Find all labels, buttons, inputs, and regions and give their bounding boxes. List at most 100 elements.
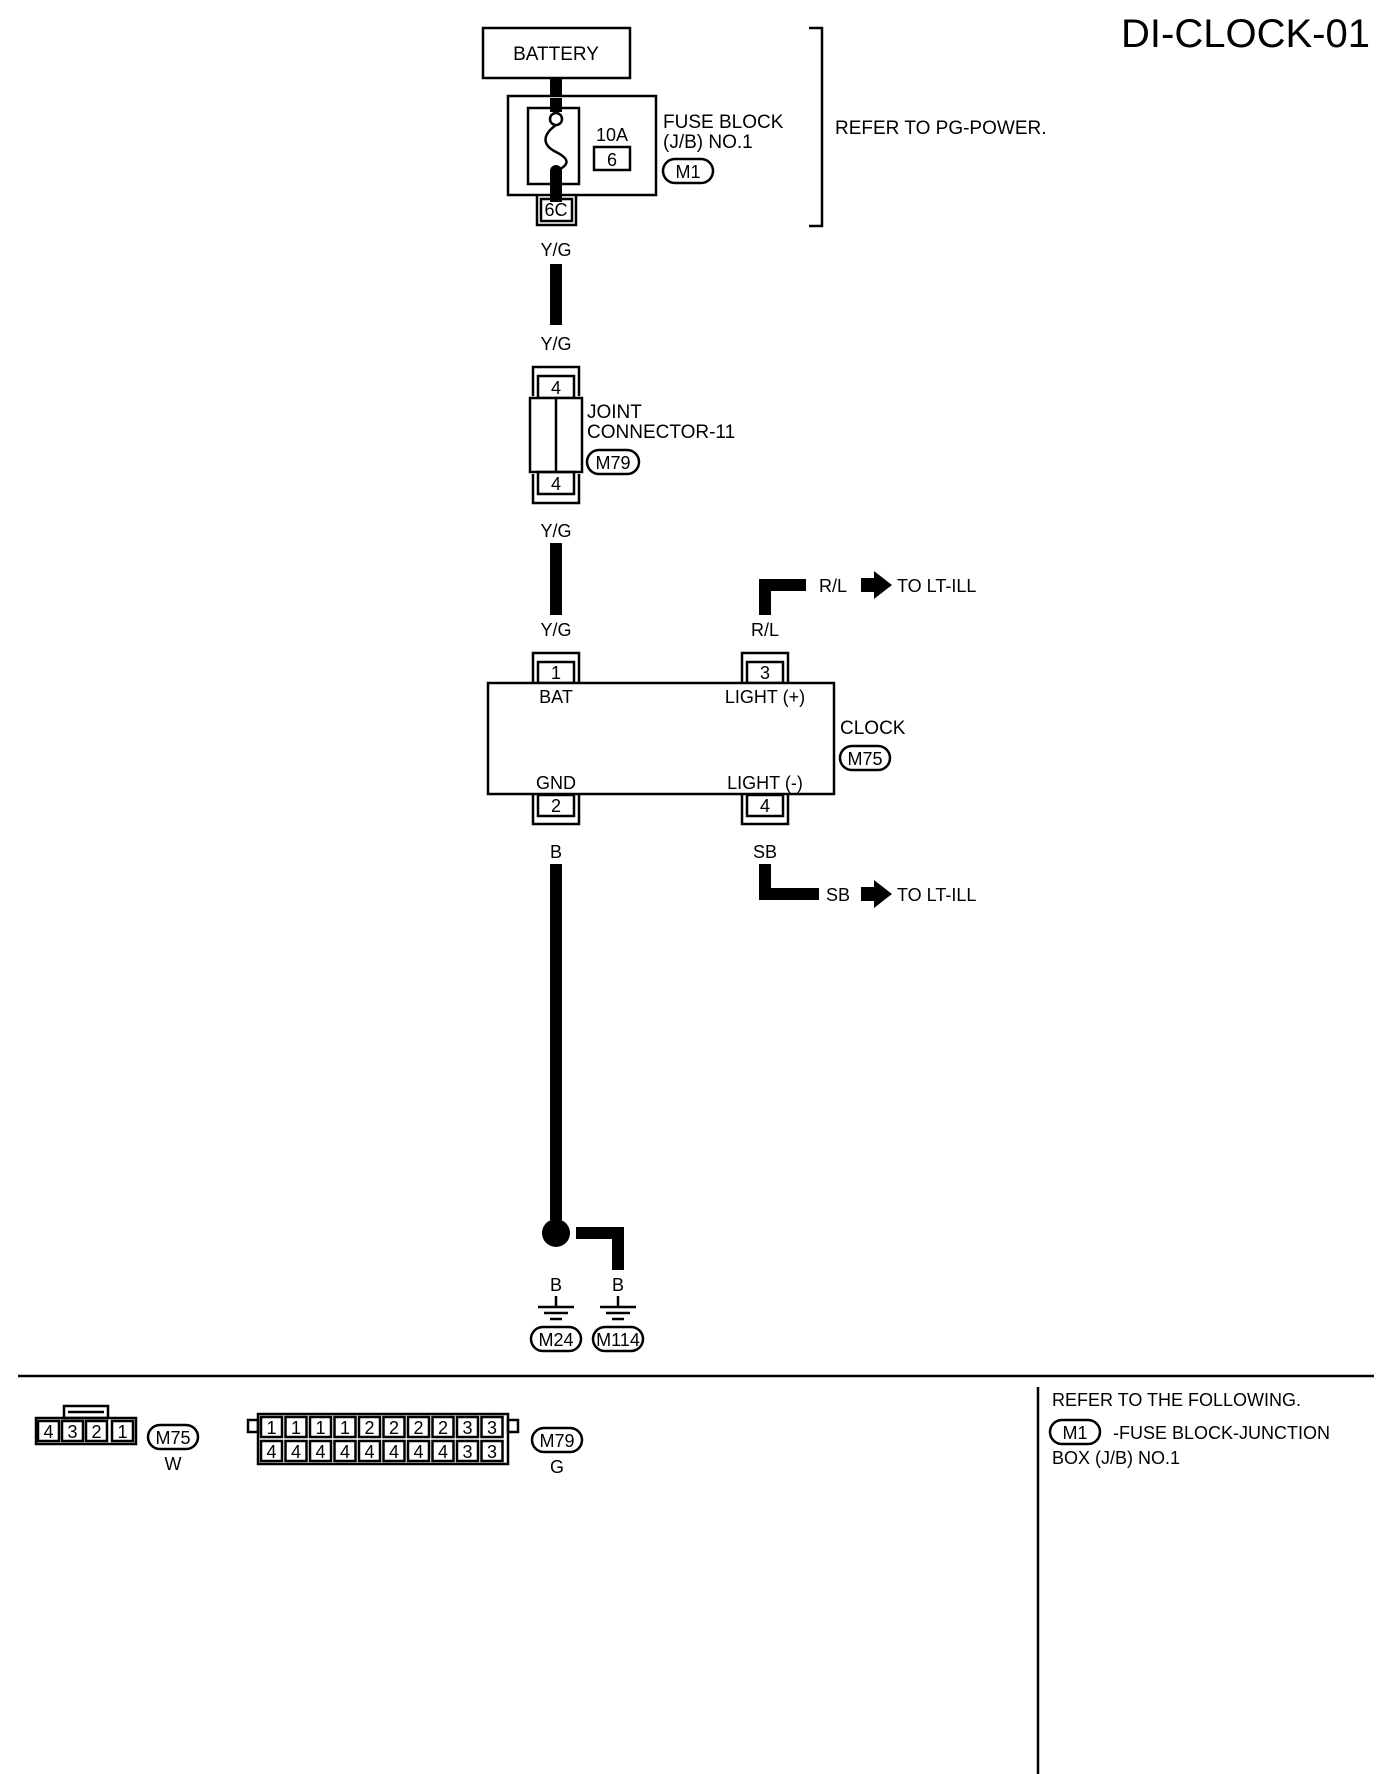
battery-box bbox=[481, 26, 632, 80]
wire-label-yg-2: Y/G bbox=[540, 334, 571, 354]
to-lt-ill-2: TO LT-ILL bbox=[897, 885, 976, 905]
m79-pin: 4 bbox=[340, 1442, 350, 1462]
wire-label-rl-pin: R/L bbox=[751, 620, 779, 640]
m79-pin-cell bbox=[406, 1415, 431, 1439]
m79-pin-cell bbox=[259, 1415, 284, 1439]
wire-label-b-main: B bbox=[550, 842, 562, 862]
m79-pin-cell bbox=[357, 1439, 382, 1463]
fuse-block-box bbox=[506, 94, 658, 197]
m75-pin-cell bbox=[60, 1419, 85, 1443]
arrow-right-icon bbox=[861, 571, 892, 599]
clock-pin-light-minus: 4 bbox=[760, 796, 770, 816]
m79-pin-cell bbox=[333, 1415, 357, 1439]
m79-pin: 1 bbox=[340, 1418, 350, 1438]
refer-power-text: REFER TO PG-POWER. bbox=[835, 118, 1047, 139]
m79-pin: 3 bbox=[487, 1442, 497, 1462]
m79-pin-cell bbox=[382, 1415, 406, 1439]
m79-pin-cell bbox=[259, 1439, 284, 1463]
fuse-block-connector-code: M1 bbox=[675, 162, 700, 182]
m75-pin: 1 bbox=[117, 1422, 127, 1442]
m79-pin-cell bbox=[455, 1439, 480, 1463]
m75-pin: 3 bbox=[67, 1422, 77, 1442]
fuse-block-connector-badge bbox=[661, 157, 715, 185]
clock-connector-code: M75 bbox=[847, 749, 882, 769]
ground-m24-badge bbox=[529, 1325, 583, 1353]
terminal-6c-box bbox=[539, 197, 574, 223]
m79-pin-cell bbox=[431, 1439, 455, 1463]
wire-label-b-ground2: B bbox=[612, 1275, 624, 1295]
arrow-right-icon bbox=[861, 880, 892, 908]
joint-bottom-housing bbox=[531, 474, 581, 505]
m79-pin: 4 bbox=[315, 1442, 325, 1462]
m79-pin: 1 bbox=[266, 1418, 276, 1438]
reference-connector-badge bbox=[1048, 1418, 1102, 1446]
fuse-block-name-2: (J/B) NO.1 bbox=[663, 132, 753, 153]
page-code: DI-CLOCK-01 bbox=[1121, 12, 1370, 56]
m79-pin: 4 bbox=[413, 1442, 423, 1462]
m75-pin-cell bbox=[110, 1419, 135, 1443]
wire-sb bbox=[759, 864, 819, 900]
joint-connector-name-1: JOINT bbox=[587, 402, 642, 423]
m79-pin-cell bbox=[357, 1415, 382, 1439]
m79-pin: 4 bbox=[364, 1442, 374, 1462]
fuse-element-icon bbox=[544, 123, 568, 173]
m79-pin: 4 bbox=[438, 1442, 448, 1462]
clock-connector-badge bbox=[838, 744, 892, 772]
m79-pin-cell bbox=[455, 1415, 480, 1439]
ground-symbol-icon bbox=[538, 1296, 574, 1321]
m75-pin-cell bbox=[36, 1419, 61, 1443]
splice-point bbox=[542, 1219, 570, 1247]
joint-connector-name-2: CONNECTOR-11 bbox=[587, 422, 735, 443]
terminal-6c-label: 6C bbox=[544, 200, 567, 220]
m79-pin: 3 bbox=[462, 1418, 472, 1438]
m75-color: W bbox=[165, 1454, 182, 1474]
wire-label-yg-4: Y/G bbox=[540, 620, 571, 640]
clock-pin-gnd: 2 bbox=[551, 796, 561, 816]
clock-pin1-housing bbox=[531, 651, 581, 682]
terminal-6c-housing bbox=[535, 195, 578, 227]
m79-pin: 4 bbox=[389, 1442, 399, 1462]
m79-pin-cell bbox=[431, 1415, 455, 1439]
clock-label-light-minus: LIGHT (-) bbox=[727, 773, 803, 793]
joint-connector-code: M79 bbox=[595, 453, 630, 473]
m79-pin-cell bbox=[333, 1439, 357, 1463]
connector-m75-face bbox=[34, 1404, 138, 1446]
clock-label-bat: BAT bbox=[539, 687, 573, 707]
reference-heading: REFER TO THE FOLLOWING. bbox=[1052, 1390, 1301, 1410]
to-lt-ill-1: TO LT-ILL bbox=[897, 576, 976, 596]
reference-line-1: -FUSE BLOCK-JUNCTION bbox=[1113, 1423, 1330, 1443]
reference-connector-code: M1 bbox=[1062, 1423, 1087, 1443]
clock-pin3-housing bbox=[740, 651, 790, 682]
m75-code: M75 bbox=[155, 1428, 190, 1448]
m79-pin-cell bbox=[480, 1439, 504, 1463]
joint-connector-badge bbox=[585, 448, 641, 476]
clock-pin-bat: 1 bbox=[551, 663, 561, 683]
m79-pin: 2 bbox=[438, 1418, 448, 1438]
clock-pin2-housing bbox=[531, 795, 581, 826]
m79-pin: 2 bbox=[389, 1418, 399, 1438]
m79-pin: 2 bbox=[364, 1418, 374, 1438]
fuse-block-name-1: FUSE BLOCK bbox=[663, 112, 784, 133]
connector-m79-face bbox=[246, 1412, 520, 1466]
m79-code-badge bbox=[530, 1426, 584, 1454]
m75-code-badge bbox=[146, 1423, 200, 1451]
joint-pin-out-box bbox=[536, 470, 576, 496]
fuse-number: 6 bbox=[607, 150, 617, 170]
m75-pin: 4 bbox=[43, 1422, 53, 1442]
fuse-amperage: 10A bbox=[596, 125, 628, 145]
m79-color: G bbox=[550, 1457, 564, 1477]
ground-symbol-icon bbox=[600, 1296, 636, 1321]
m79-pin: 2 bbox=[413, 1418, 423, 1438]
m79-pin-cell bbox=[308, 1439, 333, 1463]
m79-pin-cell bbox=[406, 1439, 431, 1463]
fuse-number-box bbox=[592, 145, 632, 172]
battery-label: BATTERY bbox=[513, 44, 599, 65]
wire-label-rl-arrow: R/L bbox=[819, 576, 847, 596]
wire-label-yg-1: Y/G bbox=[540, 240, 571, 260]
ground-m114-code: M114 bbox=[596, 1330, 640, 1350]
clock-body bbox=[486, 681, 836, 796]
m75-pin: 2 bbox=[91, 1422, 101, 1442]
m79-pin-cell bbox=[284, 1439, 308, 1463]
m79-pin-cell bbox=[382, 1439, 406, 1463]
